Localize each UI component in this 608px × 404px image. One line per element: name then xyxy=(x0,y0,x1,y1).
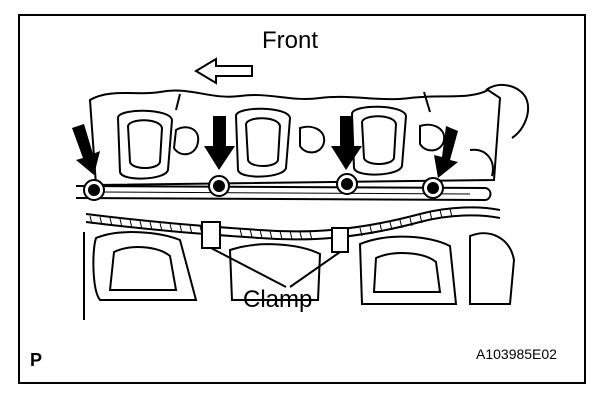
bolt-1 xyxy=(83,179,105,201)
bolt-pointer-arrows xyxy=(72,116,458,178)
bolts xyxy=(83,173,444,201)
bolt-2 xyxy=(208,175,230,197)
front-label: Front xyxy=(262,27,319,54)
clamp-label: Clamp xyxy=(243,286,313,313)
bolt-pointer-arrow-icon xyxy=(204,116,235,170)
fuel-rail xyxy=(75,185,492,201)
wire-harness xyxy=(85,206,501,241)
lower-manifold xyxy=(83,231,516,320)
upper-manifold xyxy=(88,83,530,187)
clamp-left xyxy=(201,221,221,249)
bolt-3 xyxy=(336,173,358,195)
bolt-4 xyxy=(422,177,444,199)
front-direction-arrow-icon xyxy=(194,57,253,85)
clamps xyxy=(201,221,349,253)
bolt-pointer-arrow-icon xyxy=(72,124,100,175)
bolt-pointer-arrow-icon xyxy=(331,116,362,170)
bolt-pointer-arrow-icon xyxy=(434,126,458,178)
page-marker-label: P xyxy=(30,350,43,370)
figure-id-label: A103985E02 xyxy=(476,346,557,362)
clamp-leader-lines xyxy=(210,247,341,288)
clamp-right xyxy=(331,227,349,253)
